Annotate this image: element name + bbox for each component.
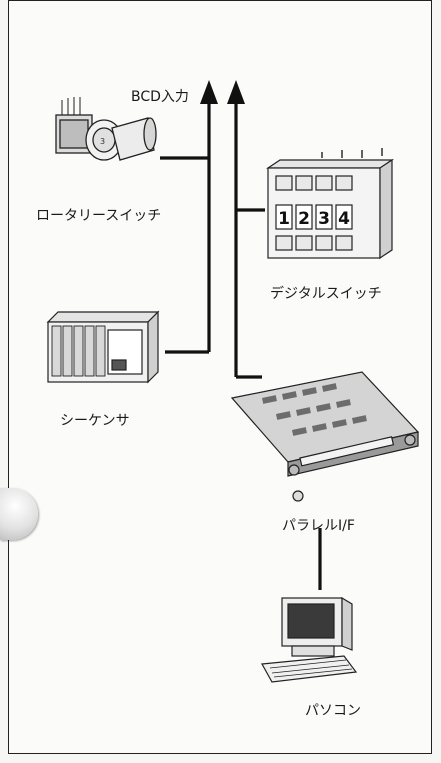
- parallel-if-board-image: [230, 371, 420, 502]
- digit-window-4: [335, 204, 353, 230]
- digit-4: 4: [338, 209, 350, 229]
- digit-window-2: [295, 204, 313, 230]
- pc-image: [261, 596, 358, 683]
- rotary-switch-image: 3: [55, 97, 157, 161]
- arrow-up-left: [200, 80, 218, 104]
- digit-3: 3: [318, 209, 330, 229]
- digit-1: 1: [278, 209, 290, 229]
- digit-2: 2: [298, 209, 310, 229]
- digital-switch-image: 1 2 3 4: [266, 148, 394, 260]
- digital-switch-label: デジタルスイッチ: [270, 286, 382, 302]
- svg-text:3: 3: [100, 137, 105, 146]
- sequencer-image: [46, 310, 160, 384]
- bcd-input-label: BCD入力: [131, 89, 189, 105]
- sequencer-label: シーケンサ: [60, 413, 130, 429]
- digit-window-3: [315, 204, 333, 230]
- pc-label: パソコン: [305, 703, 361, 719]
- arrow-up-right: [227, 80, 245, 104]
- parallel-if-label: パラレルI/F: [282, 518, 355, 534]
- rotary-switch-label: ロータリースイッチ: [36, 208, 162, 224]
- bus-lines: [160, 100, 322, 590]
- digit-window-1: [275, 204, 293, 230]
